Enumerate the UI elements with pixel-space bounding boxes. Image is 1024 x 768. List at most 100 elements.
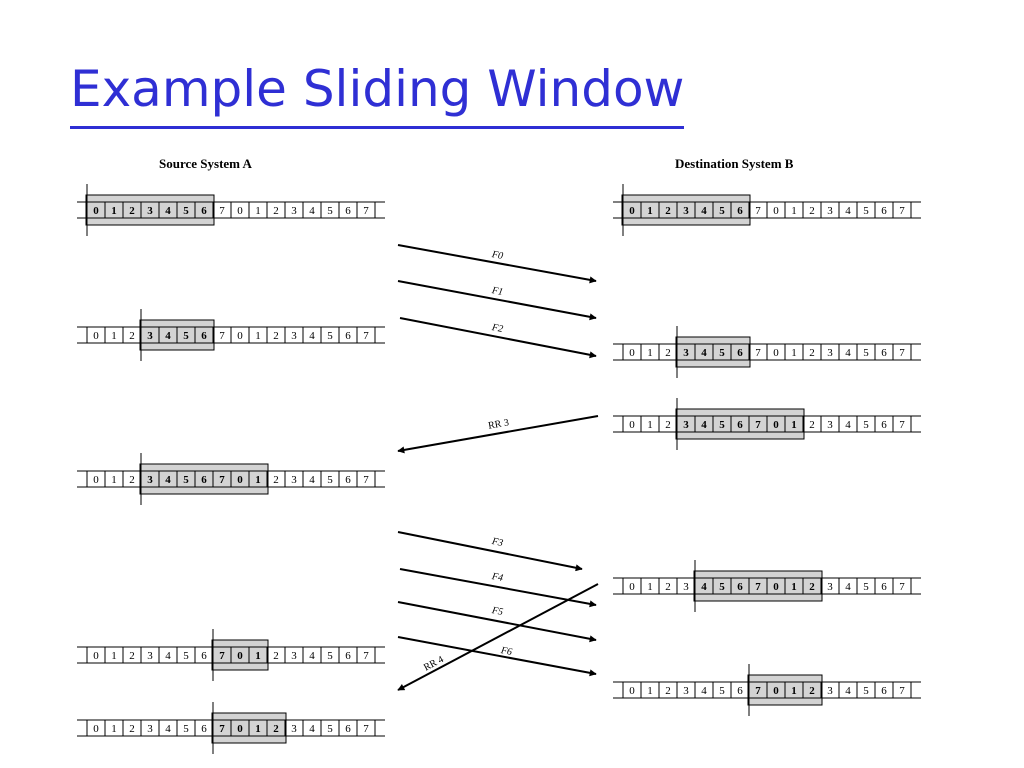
sequence-cell: 1 <box>111 330 117 342</box>
sequence-cell: 7 <box>899 347 905 359</box>
sequence-cell: 4 <box>309 650 315 662</box>
sequence-cell: 0 <box>773 685 779 697</box>
sequence-cell: 3 <box>147 650 153 662</box>
sequence-cell: 0 <box>237 650 243 662</box>
sequence-cell: 6 <box>881 685 887 697</box>
sequence-cell: 4 <box>701 419 707 431</box>
sequence-cell: 3 <box>827 581 833 593</box>
sequence-cell: 6 <box>881 419 887 431</box>
sequence-cell: 7 <box>219 723 225 735</box>
sequence-cell: 6 <box>201 205 207 217</box>
sequence-cell: 0 <box>629 419 635 431</box>
sequence-cell: 3 <box>683 685 689 697</box>
sequence-cell: 7 <box>363 330 369 342</box>
sequence-cell: 5 <box>183 723 189 735</box>
sequence-cell: 6 <box>737 419 743 431</box>
sequence-cell: 1 <box>255 723 261 735</box>
sequence-cell: 6 <box>737 205 743 217</box>
sequence-cell: 3 <box>827 205 833 217</box>
message-rr-4: RR 4 <box>397 583 599 691</box>
message-f5: F5 <box>397 601 597 643</box>
sequence-cell: 5 <box>719 419 725 431</box>
sequence-cell: 7 <box>755 419 761 431</box>
message-label: F3 <box>490 536 504 549</box>
sequence-cell: 0 <box>629 205 635 217</box>
sequence-cell: 3 <box>291 330 297 342</box>
sequence-cell: 3 <box>147 330 153 342</box>
window-frame <box>675 408 805 440</box>
sequence-cell: 5 <box>863 419 869 431</box>
sequence-cell: 1 <box>255 474 261 486</box>
sequence-cell: 4 <box>165 205 171 217</box>
sequence-cell: 2 <box>665 419 671 431</box>
sequence-cell: 4 <box>165 474 171 486</box>
sequence-cell: 2 <box>809 685 815 697</box>
message-label: F5 <box>490 605 504 618</box>
sequence-cell: 5 <box>183 650 189 662</box>
sequence-cell: 1 <box>111 474 117 486</box>
sequence-cell: 6 <box>345 205 351 217</box>
sequence-cell: 0 <box>237 205 243 217</box>
sequence-cell: 2 <box>665 581 671 593</box>
slide-title: Example Sliding Window <box>70 52 685 129</box>
sequence-cell: 6 <box>345 650 351 662</box>
message-arrow <box>397 280 597 321</box>
message-label: RR 3 <box>487 417 509 431</box>
sequence-cell: 3 <box>147 474 153 486</box>
sequence-cell: 0 <box>93 723 99 735</box>
sequence-cell: 1 <box>791 205 797 217</box>
sequence-cell: 4 <box>701 347 707 359</box>
message-f1: F1 <box>397 280 597 321</box>
sequence-cell: 7 <box>219 330 225 342</box>
sequence-cell: 0 <box>629 685 635 697</box>
sequence-cell: 5 <box>327 474 333 486</box>
sequence-cell: 2 <box>809 419 815 431</box>
sequence-cell: 2 <box>665 205 671 217</box>
sequence-cell: 0 <box>773 581 779 593</box>
sequence-cell: 4 <box>309 330 315 342</box>
sequence-cell: 2 <box>809 581 815 593</box>
sequence-cell: 1 <box>791 347 797 359</box>
sequence-cell: 0 <box>237 474 243 486</box>
sequence-cell: 6 <box>201 330 207 342</box>
message-arrow <box>397 636 597 677</box>
sequence-cell: 1 <box>647 205 653 217</box>
sequence-cell: 6 <box>881 347 887 359</box>
sequence-cell: 5 <box>183 330 189 342</box>
sequence-cell: 4 <box>701 685 707 697</box>
sequence-cell: 1 <box>647 685 653 697</box>
message-f4: F4 <box>399 568 597 608</box>
source-system-header: Source System A <box>159 156 252 171</box>
sequence-cell: 4 <box>701 205 707 217</box>
sequence-cell: 7 <box>899 205 905 217</box>
sequence-cell: 5 <box>863 205 869 217</box>
message-f2: F2 <box>399 317 597 359</box>
message-arrow <box>397 415 599 454</box>
sequence-cell: 1 <box>255 205 261 217</box>
sequence-cell: 2 <box>665 685 671 697</box>
sequence-cell: 3 <box>291 650 297 662</box>
message-label: F6 <box>499 645 513 658</box>
sequence-cell: 4 <box>845 685 851 697</box>
sequence-cell: 7 <box>755 581 761 593</box>
window-frame <box>211 712 287 744</box>
sequence-cell: 5 <box>719 205 725 217</box>
sequence-cell: 5 <box>719 685 725 697</box>
sequence-cell: 1 <box>255 330 261 342</box>
sequence-cell: 4 <box>845 205 851 217</box>
sequence-cell: 3 <box>827 347 833 359</box>
sequence-cell: 3 <box>683 347 689 359</box>
sequence-cell: 3 <box>827 419 833 431</box>
message-arrow <box>399 568 597 608</box>
sequence-cell: 5 <box>183 205 189 217</box>
sequence-cell: 4 <box>701 581 707 593</box>
message-rr-3: RR 3 <box>397 415 599 454</box>
window-frame <box>693 570 823 602</box>
sequence-cell: 3 <box>291 723 297 735</box>
